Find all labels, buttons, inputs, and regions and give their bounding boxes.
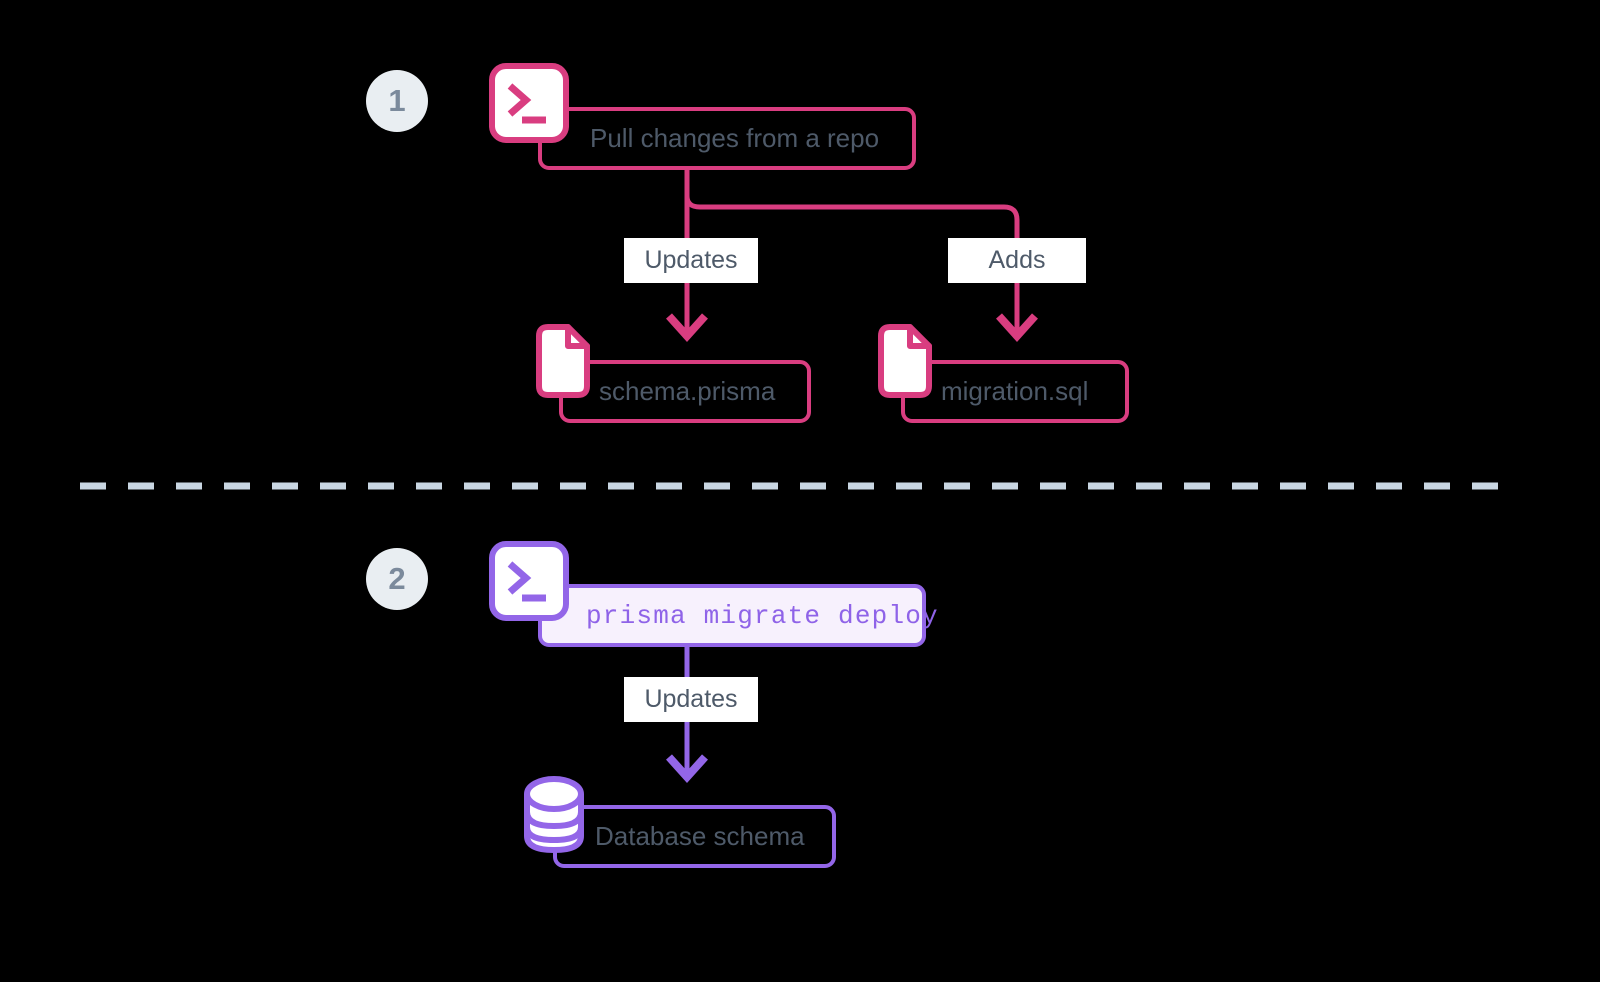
file-icon <box>532 322 594 405</box>
node-migration-sql-label: migration.sql <box>941 376 1089 406</box>
node-schema-prisma-label: schema.prisma <box>599 376 776 406</box>
edge-label-updates-step1: Updates <box>624 238 758 283</box>
file-icon <box>874 322 936 405</box>
step2-command-label: prisma migrate deploy <box>586 600 939 631</box>
edge-step1-branch-right <box>684 182 1020 330</box>
step1-command-box[interactable]: Pull changes from a repo <box>538 107 916 170</box>
arrowhead-updates-schema <box>666 313 708 342</box>
node-migration-sql[interactable]: migration.sql <box>901 360 1129 423</box>
step-badge-1: 1 <box>366 70 428 132</box>
step2-command-box[interactable]: prisma migrate deploy <box>538 584 939 647</box>
terminal-icon <box>488 540 570 627</box>
edge-label-adds-step1: Adds <box>948 238 1086 283</box>
node-schema-prisma[interactable]: schema.prisma <box>559 360 811 423</box>
node-database-schema[interactable]: Database schema <box>553 805 836 868</box>
arrowhead-updates-database <box>666 754 708 783</box>
terminal-icon <box>488 62 570 149</box>
step1-command-label: Pull changes from a repo <box>590 123 880 153</box>
database-icon <box>519 774 589 865</box>
step-badge-2: 2 <box>366 548 428 610</box>
edge-label-updates-step2: Updates <box>624 677 758 722</box>
node-database-schema-label: Database schema <box>595 821 805 851</box>
arrowhead-adds-migration <box>996 313 1038 342</box>
